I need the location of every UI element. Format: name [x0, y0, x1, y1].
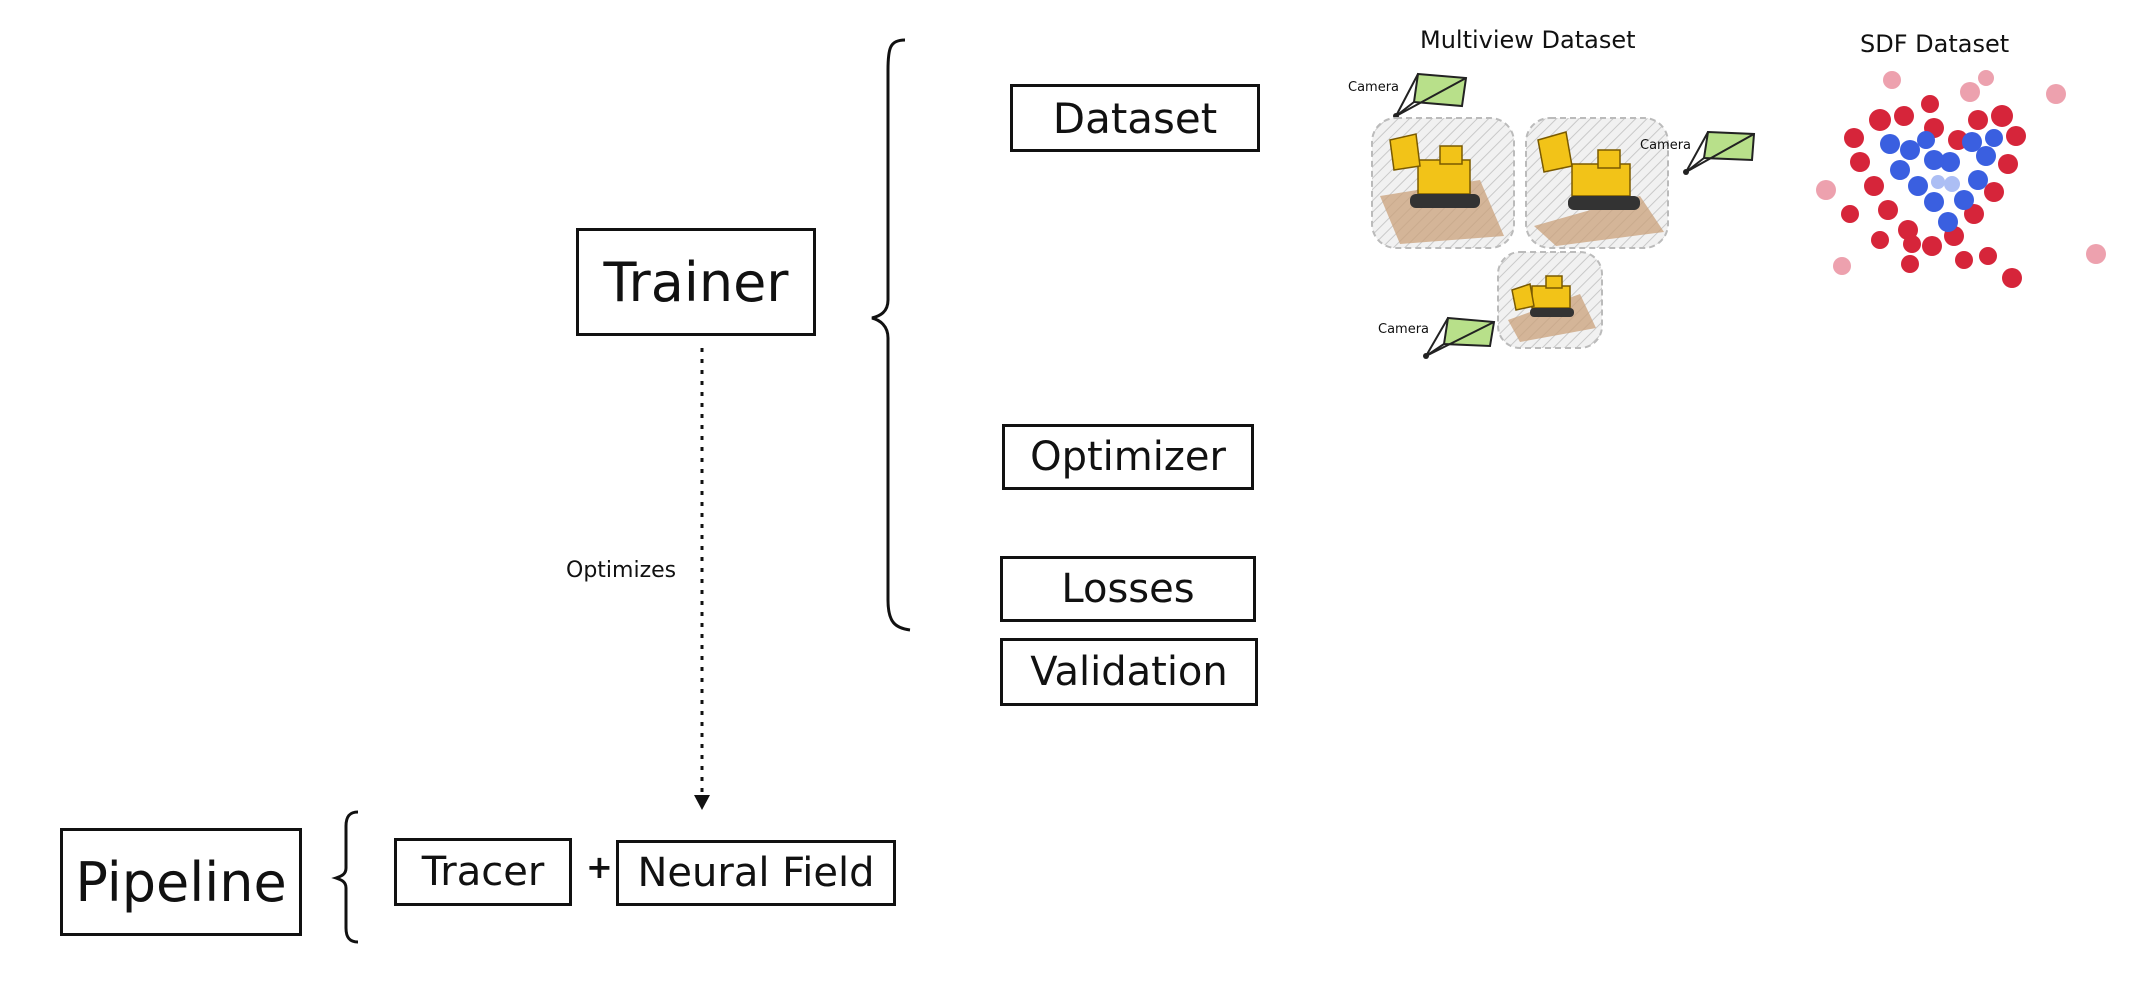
dataset-label: Dataset [1052, 93, 1218, 143]
sdf-outside-points [1841, 95, 2026, 288]
camera-label: Camera [1640, 138, 1692, 153]
sdf-light-inside-points [1931, 175, 1960, 192]
plus-sign: + [586, 848, 613, 886]
camera-label: Camera [1378, 322, 1430, 337]
camera-icon [1683, 130, 1756, 175]
excavator-view-3 [1497, 251, 1603, 349]
camera-icon [1393, 72, 1468, 119]
trainer-node: Trainer [576, 228, 816, 336]
sdf-far-points [1816, 70, 2106, 275]
neural-field-node: Neural Field [616, 840, 896, 906]
camera-icon [1423, 316, 1496, 359]
losses-node: Losses [1000, 556, 1256, 622]
optimizer-label: Optimizer [1030, 434, 1226, 480]
losses-label: Losses [1061, 566, 1195, 612]
tracer-label: Tracer [421, 849, 545, 895]
pipeline-node: Pipeline [60, 828, 302, 936]
dataset-node: Dataset [1010, 84, 1260, 152]
sdf-title: SDF Dataset [1860, 30, 2010, 58]
optimizer-node: Optimizer [1002, 424, 1254, 490]
trainer-brace [871, 38, 911, 632]
camera-label: Camera [1348, 80, 1400, 95]
pipeline-brace [331, 810, 359, 944]
trainer-label: Trainer [603, 250, 789, 314]
excavator-view-2 [1525, 117, 1669, 249]
pipeline-label: Pipeline [75, 850, 287, 914]
sdf-inside-points [1880, 129, 2003, 232]
neural-field-label: Neural Field [637, 850, 875, 896]
optimizes-arrow-head [694, 795, 710, 810]
multiview-title: Multiview Dataset [1420, 26, 1636, 54]
excavator-view-1 [1371, 117, 1515, 249]
optimizes-label: Optimizes [566, 558, 677, 583]
tracer-node: Tracer [394, 838, 572, 906]
validation-label: Validation [1030, 649, 1228, 695]
validation-node: Validation [1000, 638, 1258, 706]
